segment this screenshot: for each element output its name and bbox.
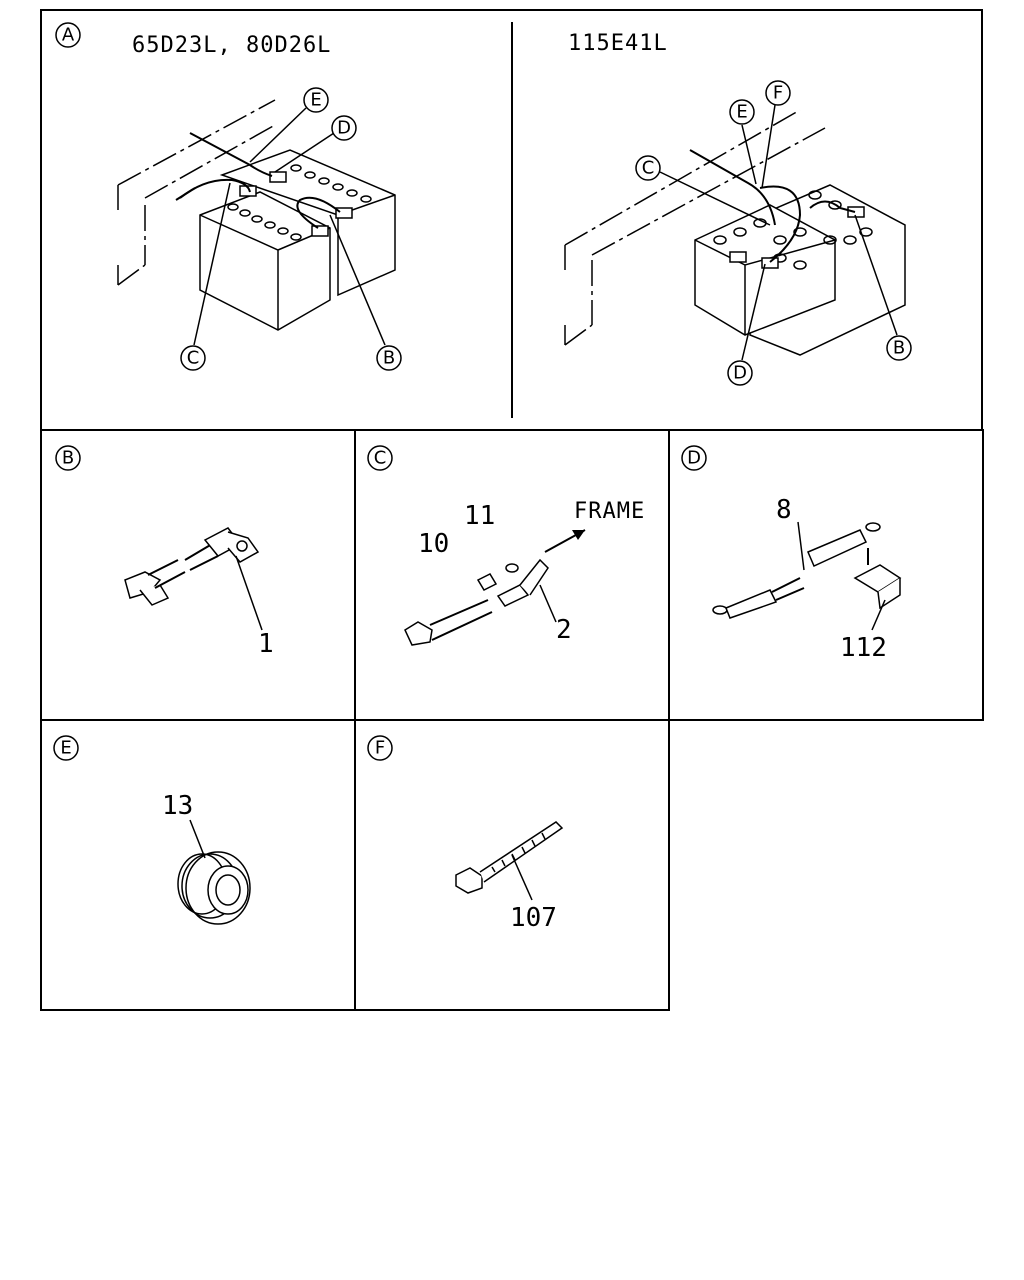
panel-d: D 8 112 bbox=[681, 445, 902, 663]
svg-text:F: F bbox=[773, 83, 783, 104]
right-battery-illustration bbox=[564, 104, 906, 361]
svg-text:E: E bbox=[310, 90, 321, 111]
svg-text:D: D bbox=[337, 118, 351, 139]
part-number-1: 1 bbox=[258, 629, 274, 659]
panel-frames bbox=[40, 9, 984, 1011]
svg-text:B: B bbox=[62, 448, 74, 469]
svg-text:B: B bbox=[893, 338, 905, 359]
battery-cable-short-illustration bbox=[124, 527, 263, 631]
svg-text:A: A bbox=[62, 25, 75, 46]
part-number-2: 2 bbox=[556, 615, 572, 645]
panel-c: C FRAME 10 11 2 bbox=[367, 445, 645, 646]
part-number-112: 112 bbox=[840, 633, 887, 663]
grommet-illustration bbox=[177, 819, 251, 925]
left-battery-spec-title: 65D23L, 80D26L bbox=[132, 33, 331, 58]
right-callout-d: D bbox=[727, 360, 753, 386]
part-number-8: 8 bbox=[776, 495, 792, 525]
right-callout-f: F bbox=[765, 80, 791, 106]
svg-text:C: C bbox=[642, 158, 655, 179]
left-callout-b: B bbox=[376, 345, 402, 371]
right-callout-c: C bbox=[635, 155, 661, 181]
panel-c-label: C bbox=[367, 445, 393, 471]
part-number-10: 10 bbox=[418, 529, 449, 559]
panel-a: A 65D23L, 80D26L bbox=[55, 22, 912, 386]
right-battery-spec-title: 115E41L bbox=[568, 31, 668, 56]
right-callout-b: B bbox=[886, 335, 912, 361]
cable-with-clamp-illustration bbox=[712, 521, 902, 631]
left-callout-d: D bbox=[331, 115, 357, 141]
left-callout-e: E bbox=[303, 87, 329, 113]
svg-text:E: E bbox=[60, 738, 71, 759]
part-number-11: 11 bbox=[464, 501, 495, 531]
svg-text:D: D bbox=[687, 448, 701, 469]
panel-f: F 107 bbox=[367, 735, 564, 933]
panel-e-label: E bbox=[53, 735, 79, 761]
svg-text:F: F bbox=[375, 738, 385, 759]
panel-b-label: B bbox=[55, 445, 81, 471]
svg-text:B: B bbox=[383, 348, 395, 369]
panel-e: E 13 bbox=[53, 735, 251, 925]
svg-text:D: D bbox=[733, 363, 747, 384]
part-number-13: 13 bbox=[162, 791, 193, 821]
panel-a-label: A bbox=[55, 22, 81, 48]
ground-cable-illustration bbox=[404, 529, 586, 646]
left-callout-c: C bbox=[180, 345, 206, 371]
svg-text:C: C bbox=[374, 448, 387, 469]
left-battery-illustration bbox=[117, 99, 396, 346]
panel-d-label: D bbox=[681, 445, 707, 471]
part-number-107: 107 bbox=[510, 903, 557, 933]
cable-tie-illustration bbox=[455, 821, 564, 901]
panel-f-label: F bbox=[367, 735, 393, 761]
panel-b: B 1 bbox=[55, 445, 274, 659]
frame-direction-label: FRAME bbox=[574, 499, 645, 524]
svg-text:E: E bbox=[736, 102, 747, 123]
right-callout-e: E bbox=[729, 99, 755, 125]
svg-text:C: C bbox=[187, 348, 200, 369]
